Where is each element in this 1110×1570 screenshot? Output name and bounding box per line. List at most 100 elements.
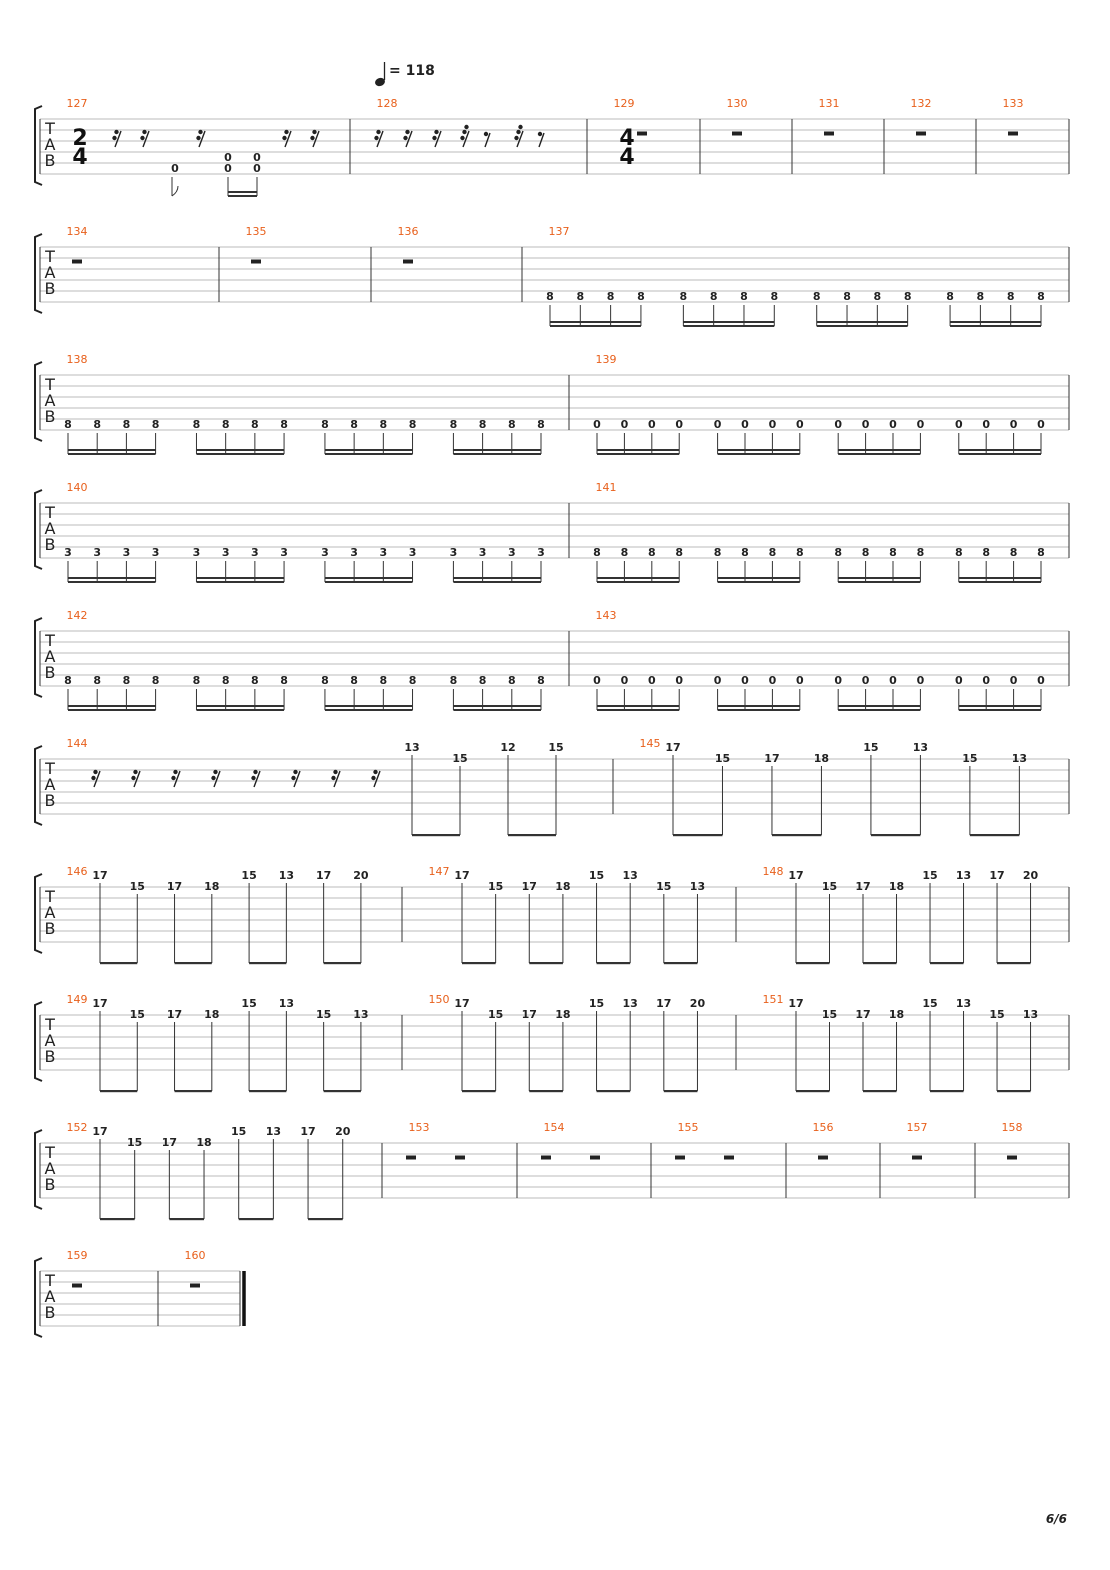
measure-number: 153 <box>409 1121 430 1134</box>
beam <box>717 577 800 579</box>
fret-number: 13 <box>690 880 705 893</box>
beam <box>453 581 541 583</box>
tab-clef-letter: T <box>44 1015 55 1034</box>
rest-stem <box>114 130 122 148</box>
fret-number: 0 <box>741 418 749 431</box>
rest-stem <box>434 130 442 148</box>
fret-number: 18 <box>204 1008 219 1021</box>
beam <box>796 1090 830 1093</box>
measure-number: 140 <box>67 481 88 494</box>
fret-number: 0 <box>955 418 963 431</box>
fret-number: 0 <box>1037 418 1045 431</box>
tab-clef-letter: B <box>45 919 56 938</box>
beam <box>174 1090 212 1093</box>
measure-number: 149 <box>67 993 88 1006</box>
beam <box>174 962 212 965</box>
fret-number: 18 <box>555 880 570 893</box>
measure-number: 160 <box>185 1249 206 1262</box>
fret-number: 8 <box>637 290 645 303</box>
time-signature-top: 2 <box>72 126 87 151</box>
rest-dot <box>196 135 201 141</box>
fret-number: 0 <box>917 418 925 431</box>
beam <box>453 577 541 579</box>
rest-dot <box>374 135 379 141</box>
fret-number: 15 <box>962 752 977 765</box>
fret-number: 15 <box>989 1008 1004 1021</box>
fret-number: 3 <box>251 546 259 559</box>
tab-clef-letter: A <box>45 1159 56 1178</box>
tab-clef-letter: T <box>44 247 55 266</box>
fret-number: 17 <box>92 869 107 882</box>
rest-dot <box>213 769 218 775</box>
fret-number: 15 <box>241 869 256 882</box>
fret-number: 15 <box>231 1125 246 1138</box>
fret-number: 8 <box>537 674 545 687</box>
fret-number: 0 <box>593 674 601 687</box>
tab-clef-letter: T <box>44 1271 55 1290</box>
rest-dot <box>333 769 338 775</box>
rest-dot <box>403 135 408 141</box>
rest-stem <box>142 130 150 148</box>
rest-dot <box>376 129 381 135</box>
beam <box>453 449 541 451</box>
beam <box>958 453 1041 455</box>
fret-number: 8 <box>251 418 259 431</box>
fret-number: 0 <box>955 674 963 687</box>
fret-number: 8 <box>64 674 72 687</box>
fret-number: 0 <box>1010 674 1018 687</box>
beam <box>863 962 897 965</box>
rest-block <box>1007 1155 1017 1160</box>
fret-number: 18 <box>555 1008 570 1021</box>
fret-number: 17 <box>162 1136 177 1149</box>
fret-number: 8 <box>380 418 388 431</box>
measure-number: 150 <box>429 993 450 1006</box>
fret-number: 8 <box>955 546 963 559</box>
beam <box>68 577 156 579</box>
beam <box>958 577 1041 579</box>
tempo-label: = 118 <box>389 63 435 79</box>
rest-block <box>403 259 413 264</box>
fret-number: 0 <box>796 674 804 687</box>
fret-number: 15 <box>548 741 563 754</box>
tab-clef-letter: B <box>45 663 56 682</box>
fret-number: 8 <box>796 546 804 559</box>
rest-dot <box>460 135 465 141</box>
beam <box>997 1090 1031 1093</box>
beam <box>100 962 138 965</box>
fret-number: 8 <box>675 546 683 559</box>
fret-number: 8 <box>813 290 821 303</box>
beam <box>324 709 413 711</box>
fret-number: 17 <box>92 1125 107 1138</box>
rest-dot <box>93 769 98 775</box>
fret-number: 0 <box>675 418 683 431</box>
fret-number: 20 <box>335 1125 351 1138</box>
fret-number: 18 <box>814 752 829 765</box>
beam <box>324 449 413 451</box>
rest-dot <box>198 129 203 135</box>
beam <box>462 962 496 965</box>
fret-number: 8 <box>977 290 985 303</box>
beam <box>597 705 680 707</box>
beam <box>196 581 285 583</box>
rest-block <box>455 1155 465 1160</box>
rest-block <box>675 1155 685 1160</box>
fret-number: 8 <box>874 290 882 303</box>
rest-stem <box>284 130 292 148</box>
fret-number: 8 <box>834 546 842 559</box>
fret-number: 15 <box>130 1008 145 1021</box>
measure: 155 <box>675 1121 734 1160</box>
system-bracket <box>34 617 43 698</box>
fret-number: 0 <box>1010 418 1018 431</box>
measure: 157 <box>907 1121 928 1160</box>
tab-clef-letter: A <box>45 775 56 794</box>
tab-clef-letter: A <box>45 391 56 410</box>
beam <box>663 962 698 965</box>
rest-dot <box>131 775 136 781</box>
